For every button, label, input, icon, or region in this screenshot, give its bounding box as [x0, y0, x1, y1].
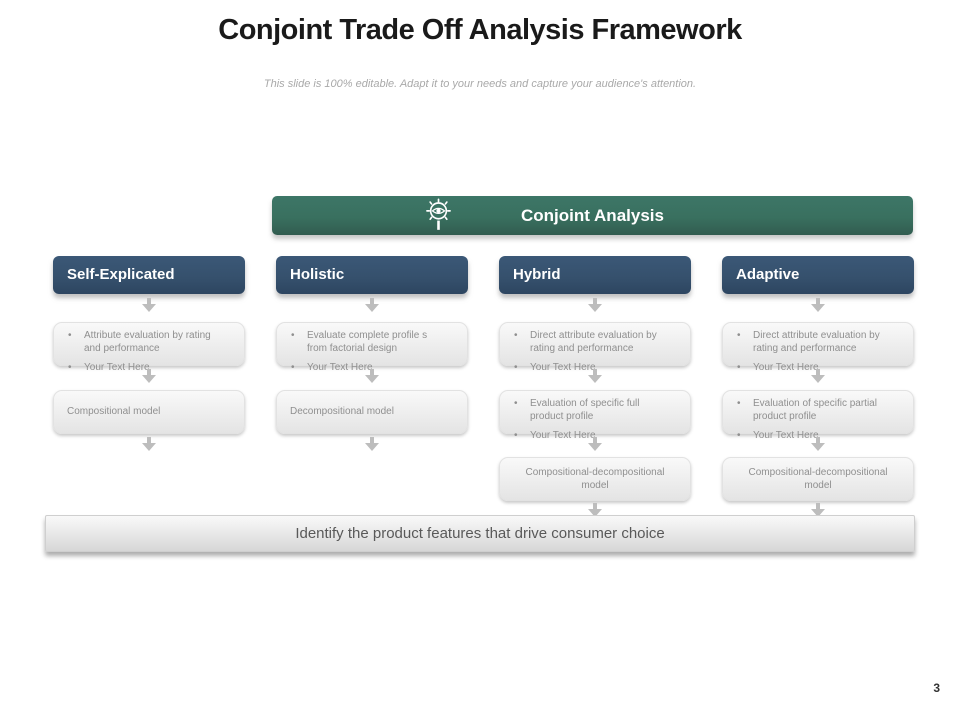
bullet-icon	[737, 361, 753, 374]
arrow-down-icon	[811, 503, 825, 518]
column-header: Self-Explicated	[53, 256, 245, 294]
bullet-text: Evaluation of specific partial product p…	[753, 398, 877, 423]
bullet-icon	[514, 361, 530, 374]
text-box: Direct attribute evaluation by rating an…	[722, 322, 914, 373]
arrow-down-icon	[588, 437, 602, 452]
column-header: Hybrid	[499, 256, 691, 294]
box-text: Compositional-decompositional model	[748, 466, 888, 491]
bullet-text: Your Text Here	[84, 362, 150, 374]
eye-magnifier-icon	[420, 197, 457, 234]
text-box: Direct attribute evaluation by rating an…	[499, 322, 691, 373]
bullet-icon	[737, 429, 753, 442]
arrow-down-icon	[142, 298, 156, 313]
bullet-text: Evaluation of specific full product prof…	[530, 398, 640, 423]
arrow-down-icon	[811, 298, 825, 313]
arrow-down-icon	[365, 298, 379, 313]
arrow-down-icon	[142, 369, 156, 384]
arrow-down-icon	[588, 369, 602, 384]
arrow-down-icon	[588, 298, 602, 313]
bullet-icon	[514, 329, 530, 355]
text-box: Compositional-decompositional model	[722, 457, 914, 501]
arrow-down-icon	[588, 503, 602, 518]
bullet-text: Direct attribute evaluation by rating an…	[753, 330, 880, 355]
text-box: Compositional model	[53, 390, 245, 434]
conclusion-bar: Identify the product features that drive…	[45, 515, 915, 552]
bullet-text: Your Text Here	[530, 430, 596, 442]
page-title: Conjoint Trade Off Analysis Framework	[218, 14, 742, 46]
text-box: Decompositional model	[276, 390, 468, 434]
bullet-text: Evaluate complete profile s from factori…	[307, 330, 428, 355]
box-text: Compositional model	[67, 406, 161, 418]
conjoint-analysis-banner: Conjoint Analysis	[272, 196, 913, 235]
arrow-down-icon	[365, 369, 379, 384]
editable-note: This slide is 100% editable. Adapt it to…	[263, 78, 697, 90]
bullet-icon	[291, 329, 307, 355]
text-box: Evaluate complete profile s from factori…	[276, 322, 468, 373]
banner-label: Conjoint Analysis	[521, 206, 664, 225]
arrow-down-icon	[142, 437, 156, 452]
bullet-icon	[68, 329, 84, 355]
bullet-icon	[68, 361, 84, 374]
arrow-down-icon	[811, 369, 825, 384]
column-header: Holistic	[276, 256, 468, 294]
bullet-text: Your Text Here	[307, 362, 373, 374]
bullet-icon	[514, 429, 530, 442]
bullet-icon	[737, 329, 753, 355]
column-header: Adaptive	[722, 256, 914, 294]
bullet-text: Direct attribute evaluation by rating an…	[530, 330, 657, 355]
bullet-text: Attribute evaluation by rating and perfo…	[84, 330, 211, 355]
text-box: Compositional-decompositional model	[499, 457, 691, 501]
bullet-text: Your Text Here	[753, 430, 819, 442]
bullet-text: Your Text Here	[753, 362, 819, 374]
bullet-icon	[514, 397, 530, 423]
arrow-down-icon	[811, 437, 825, 452]
box-text: Compositional-decompositional model	[525, 466, 665, 491]
text-box: Evaluation of specific full product prof…	[499, 390, 691, 441]
bullet-text: Your Text Here	[530, 362, 596, 374]
bullet-icon	[291, 361, 307, 374]
arrow-down-icon	[365, 437, 379, 452]
text-box: Attribute evaluation by rating and perfo…	[53, 322, 245, 373]
bullet-icon	[737, 397, 753, 423]
text-box: Evaluation of specific partial product p…	[722, 390, 914, 441]
box-text: Decompositional model	[290, 406, 394, 418]
page-number: 3	[933, 681, 940, 695]
